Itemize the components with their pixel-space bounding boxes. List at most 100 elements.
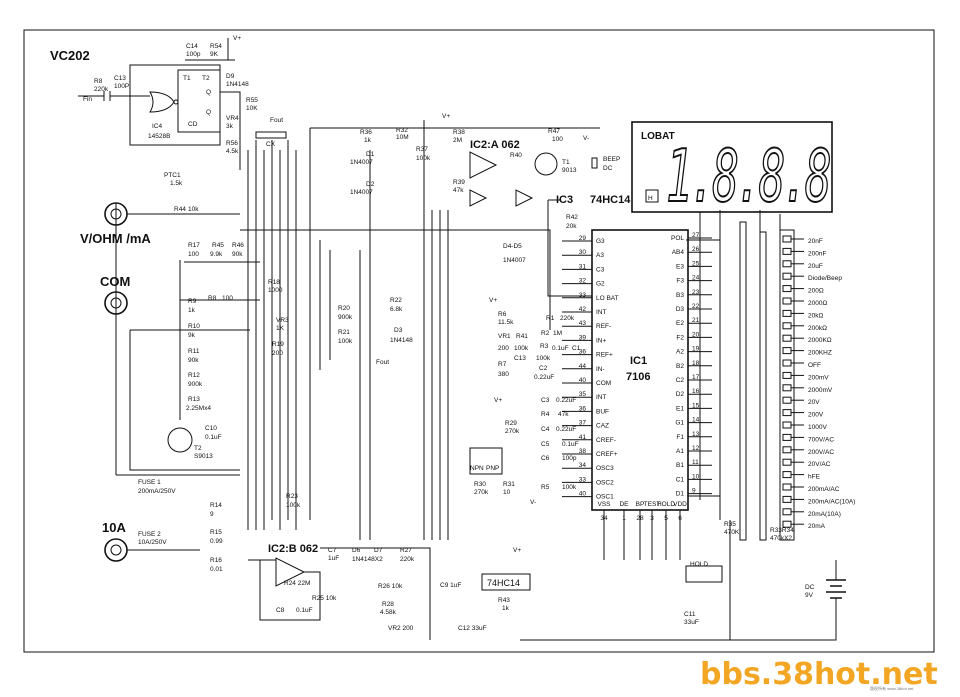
fuse1-value: 200mA/250V bbox=[138, 488, 176, 495]
t1-transistor bbox=[534, 152, 558, 176]
ic1-pin-number: 33 bbox=[579, 476, 587, 483]
ic1-pin-number: 24 bbox=[692, 275, 700, 282]
c7-label: C7 bbox=[328, 547, 337, 554]
diagram-title: VC202 bbox=[50, 48, 90, 63]
ic1-pin-name: G3 bbox=[596, 238, 605, 245]
r20-label: R20 bbox=[338, 305, 350, 312]
r32-label: R32 bbox=[396, 127, 408, 134]
ic1-pin-number: 10 bbox=[692, 473, 700, 480]
c9-label: C9 1uF bbox=[440, 582, 461, 589]
c5-value: 0.1uF bbox=[562, 441, 579, 448]
ic1-pin-number: 22 bbox=[692, 303, 700, 310]
svg-text:100: 100 bbox=[222, 295, 233, 302]
r27-value: 220k bbox=[400, 556, 415, 563]
battery-label: DC bbox=[805, 584, 815, 591]
ic4-t2: T2 bbox=[202, 75, 210, 82]
d405-value: 1N4007 bbox=[503, 257, 526, 264]
range-label: 20uF bbox=[808, 263, 823, 270]
vplus-bottom: V+ bbox=[513, 547, 521, 554]
vplus-top: V+ bbox=[233, 35, 241, 42]
c8-value: 0.1uF bbox=[296, 607, 313, 614]
ic1-pin-number: 18 bbox=[692, 360, 700, 367]
r45-value: 9.9k bbox=[210, 251, 223, 258]
r32-value: 10M bbox=[396, 134, 409, 141]
ic1-pin-number: 30 bbox=[579, 249, 587, 256]
ic1-pin-name: CAZ bbox=[596, 423, 609, 430]
ic1-pin-name: C2 bbox=[676, 377, 685, 384]
r47-label: R47 bbox=[548, 128, 560, 135]
ic1-pin-number: 42 bbox=[579, 306, 587, 313]
r20-value: 900k bbox=[338, 314, 353, 321]
ic1-pin-name: F1 bbox=[676, 434, 684, 441]
r8-label: R8 bbox=[94, 78, 103, 85]
ic1-pin-number: 25 bbox=[692, 260, 700, 267]
range-label: 1000V bbox=[808, 424, 827, 431]
c10-label: C10 bbox=[205, 425, 217, 432]
r2-label: R2 bbox=[541, 330, 550, 337]
r29-label: R29 bbox=[505, 420, 517, 427]
r42-value: 20k bbox=[566, 223, 577, 230]
c13-label: C13 bbox=[114, 75, 126, 82]
range-contact bbox=[782, 458, 792, 466]
c3-label: C3 bbox=[541, 397, 550, 404]
r38-label: R38 bbox=[453, 129, 465, 136]
r43-value: 1k bbox=[502, 605, 510, 612]
ic1-pin-number: 34 bbox=[579, 462, 587, 469]
c14-value: 100p bbox=[186, 51, 201, 58]
r46-value: 90k bbox=[232, 251, 243, 258]
range-contact bbox=[782, 508, 792, 516]
range-contact bbox=[782, 347, 792, 355]
d9-value: 1N4148 bbox=[226, 81, 249, 88]
r23-value: 100k bbox=[286, 502, 301, 509]
r39-value: 47k bbox=[453, 187, 464, 194]
range-label: 200Ω bbox=[808, 288, 824, 295]
range-contact bbox=[782, 495, 792, 503]
ic1-pin-name: OSC2 bbox=[596, 479, 614, 486]
vplus-hfe: V+ bbox=[494, 397, 502, 404]
r15-label: R15 bbox=[210, 529, 222, 536]
ic4-cd: CD bbox=[188, 121, 198, 128]
ic1-pin-number: 20 bbox=[692, 331, 700, 338]
ic1-pin-name: BP bbox=[636, 501, 645, 508]
r25-label: R25 10k bbox=[312, 595, 337, 602]
ic1-pin-name: G1 bbox=[675, 420, 684, 427]
ic4-t1: T1 bbox=[183, 75, 191, 82]
r15-value: 0.99 bbox=[210, 538, 223, 545]
range-label: 200kΩ bbox=[808, 325, 827, 332]
range-contact bbox=[782, 396, 792, 404]
r46-label: R46 bbox=[232, 242, 244, 249]
r41-value: 100k bbox=[514, 345, 529, 352]
r28-value: 4.58k bbox=[380, 609, 397, 616]
d405-label: D4-D5 bbox=[503, 243, 522, 250]
ic1-pin-name: D3 bbox=[676, 306, 685, 313]
r43-label: R43 bbox=[498, 597, 510, 604]
beeper-icon bbox=[591, 157, 598, 169]
ic1-pin-name: POL bbox=[671, 235, 684, 242]
lcd-digits: 1.8.8.8 bbox=[666, 134, 830, 218]
r3334-label: R33R34 bbox=[770, 527, 794, 534]
range-contact bbox=[782, 409, 792, 417]
c11-value: 33uF bbox=[684, 619, 699, 626]
r36-value: 1k bbox=[364, 137, 372, 144]
d7-label: D7 bbox=[374, 547, 383, 554]
d67-value: 1N4148X2 bbox=[352, 556, 383, 563]
ic1-pin-name: COM bbox=[596, 380, 611, 387]
r18-value: 1000 bbox=[268, 287, 283, 294]
ic1-pin-number: 33 bbox=[579, 292, 587, 299]
range-switch-list: 20nF200nF20uFDiode/Beep200Ω2000Ω20kΩ200k… bbox=[782, 235, 855, 530]
r38-value: 2M bbox=[453, 137, 462, 144]
ic3-inverters bbox=[469, 189, 534, 207]
range-label: 20V bbox=[808, 399, 820, 406]
c5-label: C5 bbox=[541, 441, 550, 448]
vr1-value: 200 bbox=[498, 345, 509, 352]
c3-value: 0.22uF bbox=[556, 397, 576, 404]
range-label: hFE bbox=[808, 474, 821, 481]
r55-value: 10K bbox=[246, 105, 258, 112]
range-contact bbox=[782, 322, 792, 330]
r2-value: 1M bbox=[553, 330, 562, 337]
ic4-body bbox=[177, 69, 221, 133]
ic1-pin-name: E1 bbox=[676, 405, 684, 412]
c4-label: C4 bbox=[541, 426, 550, 433]
d1-value: 1N4007 bbox=[350, 159, 373, 166]
ic1-pin-name: B1 bbox=[676, 462, 684, 469]
